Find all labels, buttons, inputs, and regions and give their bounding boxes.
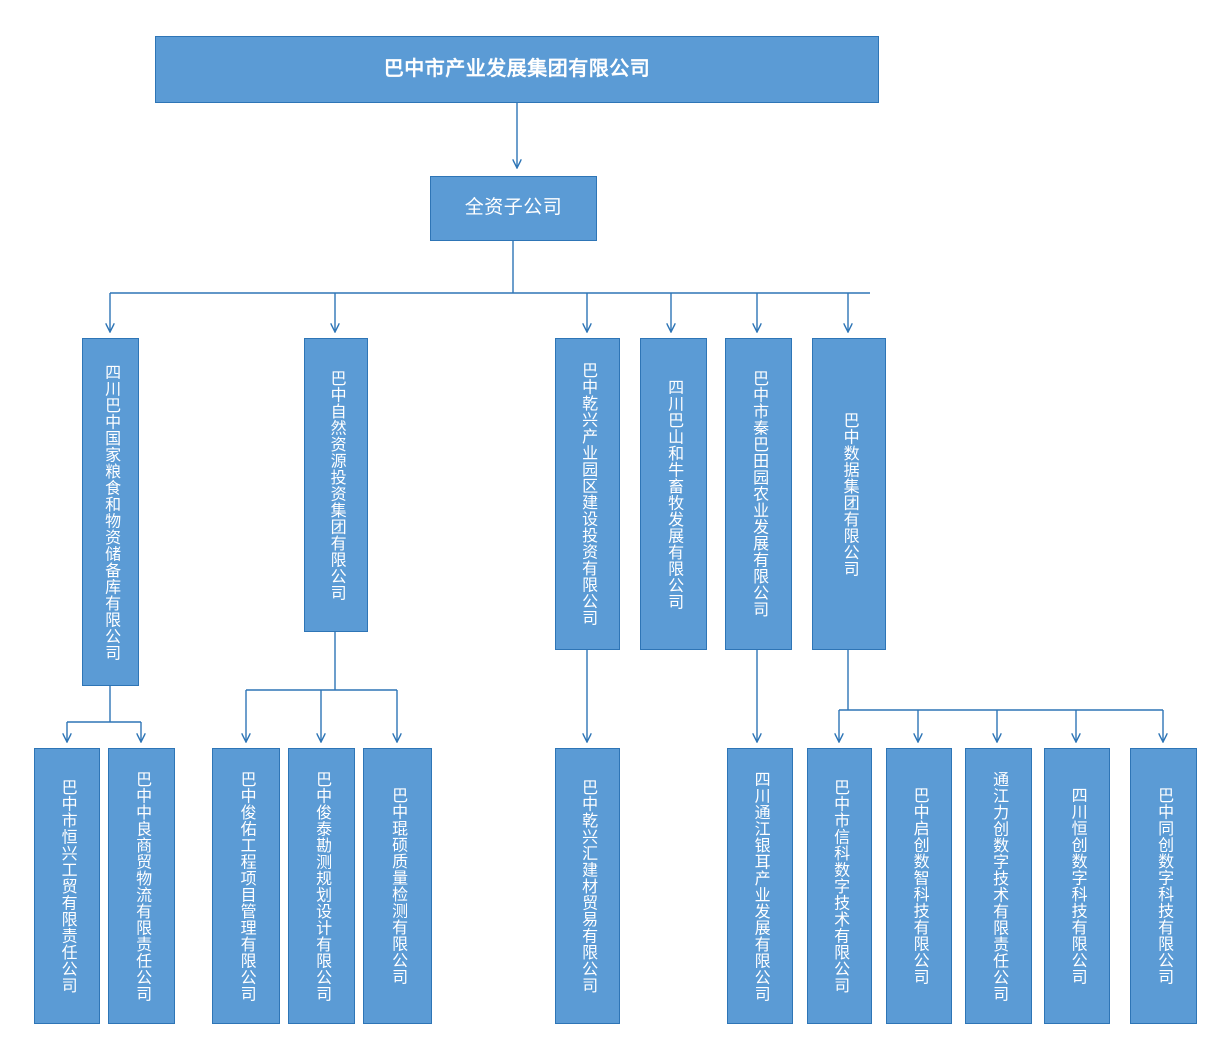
node-level1-4[interactable]: 巴中市秦巴田园农业发展有限公司	[725, 338, 792, 650]
node-label: 巴中乾兴产业园区建设投资有限公司	[579, 362, 597, 626]
node-label: 巴中市恒兴工贸有限责任公司	[58, 778, 76, 994]
node-level1-5[interactable]: 巴中数据集团有限公司	[812, 338, 886, 650]
node-label: 巴中俊佑工程项目管理有限公司	[237, 770, 255, 1002]
node-group-wholly-owned[interactable]: 全资子公司	[430, 176, 597, 241]
node-level2-8[interactable]: 巴中启创数智科技有限公司	[886, 748, 952, 1024]
node-label: 巴中启创数智科技有限公司	[910, 787, 928, 985]
node-level1-3[interactable]: 四川巴山和牛畜牧发展有限公司	[640, 338, 707, 650]
node-level2-6[interactable]: 四川通江银耳产业发展有限公司	[727, 748, 793, 1024]
node-label: 巴中琨硕质量检测有限公司	[389, 787, 407, 985]
node-label: 四川巴中国家粮食和物资储备库有限公司	[102, 363, 120, 661]
node-level2-7[interactable]: 巴中市信科数字技术有限公司	[807, 748, 872, 1024]
node-label: 四川恒创数字科技有限公司	[1068, 787, 1086, 985]
node-label: 巴中乾兴汇建材贸易有限公司	[579, 778, 597, 994]
node-label: 巴中自然资源投资集团有限公司	[327, 369, 345, 601]
node-label: 巴中同创数字科技有限公司	[1155, 787, 1173, 985]
node-level2-5[interactable]: 巴中乾兴汇建材贸易有限公司	[555, 748, 620, 1024]
node-level2-2[interactable]: 巴中俊佑工程项目管理有限公司	[212, 748, 280, 1024]
node-root-company[interactable]: 巴中市产业发展集团有限公司	[155, 36, 879, 103]
node-level2-4[interactable]: 巴中琨硕质量检测有限公司	[363, 748, 432, 1024]
node-label: 巴中市秦巴田园农业发展有限公司	[750, 370, 768, 618]
node-level2-9[interactable]: 通江力创数字技术有限责任公司	[965, 748, 1032, 1024]
node-level1-2[interactable]: 巴中乾兴产业园区建设投资有限公司	[555, 338, 620, 650]
node-label: 通江力创数字技术有限责任公司	[990, 770, 1008, 1002]
node-level1-0[interactable]: 四川巴中国家粮食和物资储备库有限公司	[82, 338, 139, 686]
node-level1-1[interactable]: 巴中自然资源投资集团有限公司	[304, 338, 368, 632]
node-label: 四川巴山和牛畜牧发展有限公司	[665, 378, 683, 610]
node-level2-10[interactable]: 四川恒创数字科技有限公司	[1044, 748, 1110, 1024]
node-label: 巴中中良商贸物流有限责任公司	[133, 770, 151, 1002]
node-label: 巴中市信科数字技术有限公司	[831, 778, 849, 994]
node-label: 巴中市产业发展集团有限公司	[383, 57, 651, 80]
node-label: 全资子公司	[464, 197, 563, 219]
node-level2-3[interactable]: 巴中俊泰勘测规划设计有限公司	[288, 748, 355, 1024]
node-level2-1[interactable]: 巴中中良商贸物流有限责任公司	[108, 748, 175, 1024]
node-label: 巴中数据集团有限公司	[840, 411, 858, 577]
node-level2-0[interactable]: 巴中市恒兴工贸有限责任公司	[34, 748, 100, 1024]
node-level2-11[interactable]: 巴中同创数字科技有限公司	[1130, 748, 1197, 1024]
node-label: 巴中俊泰勘测规划设计有限公司	[313, 770, 331, 1002]
node-label: 四川通江银耳产业发展有限公司	[751, 770, 769, 1002]
